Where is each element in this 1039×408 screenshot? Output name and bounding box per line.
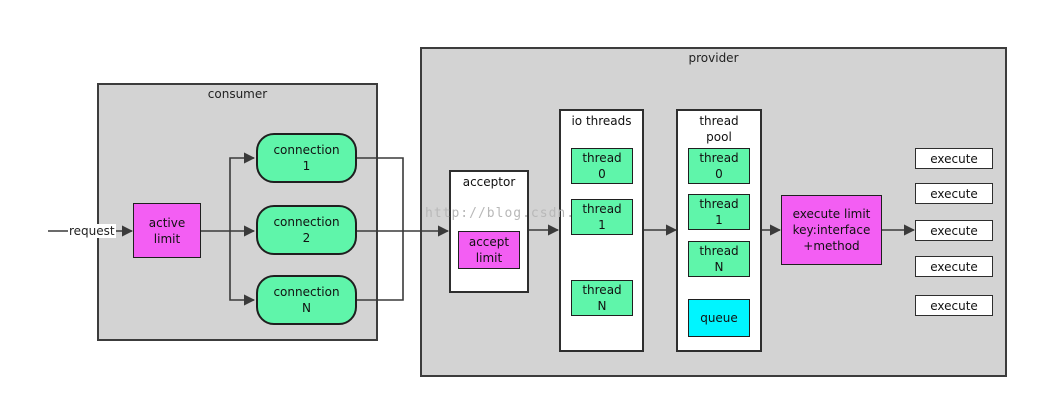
execute-box: execute (915, 220, 993, 241)
thread-pool-title: thread pool (699, 114, 739, 144)
active-limit-node: active limit (133, 203, 201, 258)
io-thread-n-node: thread N (571, 280, 633, 316)
io-thread-1-node: thread 1 (571, 199, 633, 235)
consumer-title: consumer (207, 87, 268, 101)
io-thread-0-node: thread 0 (571, 148, 633, 184)
io-threads-title: io threads (571, 114, 632, 128)
connection-2-node: connection 2 (256, 205, 357, 255)
branch-to-connection-n (229, 231, 256, 306)
connection-n-out (357, 231, 404, 301)
connection-1-out (357, 157, 404, 231)
connection-n-node: connection N (256, 275, 357, 325)
pool-thread-0-node: thread 0 (688, 148, 750, 184)
pool-thread-1-node: thread 1 (688, 194, 750, 230)
execute-box: execute (915, 148, 993, 169)
pool-thread-n-node: thread N (688, 241, 750, 277)
execute-limit-node: execute limit key:interface +method (781, 195, 882, 265)
execute-box: execute (915, 295, 993, 316)
provider-title: provider (688, 51, 739, 65)
execute-box: execute (915, 183, 993, 204)
watermark: http://blog.csdn. (425, 206, 576, 221)
request-label: request (68, 224, 116, 238)
branch-to-connection-1 (229, 152, 256, 231)
execute-box: execute (915, 256, 993, 277)
queue-node: queue (688, 299, 750, 337)
acceptor-title: acceptor (462, 175, 516, 189)
accept-limit-node: accept limit (458, 231, 520, 269)
connection-1-node: connection 1 (256, 133, 357, 183)
